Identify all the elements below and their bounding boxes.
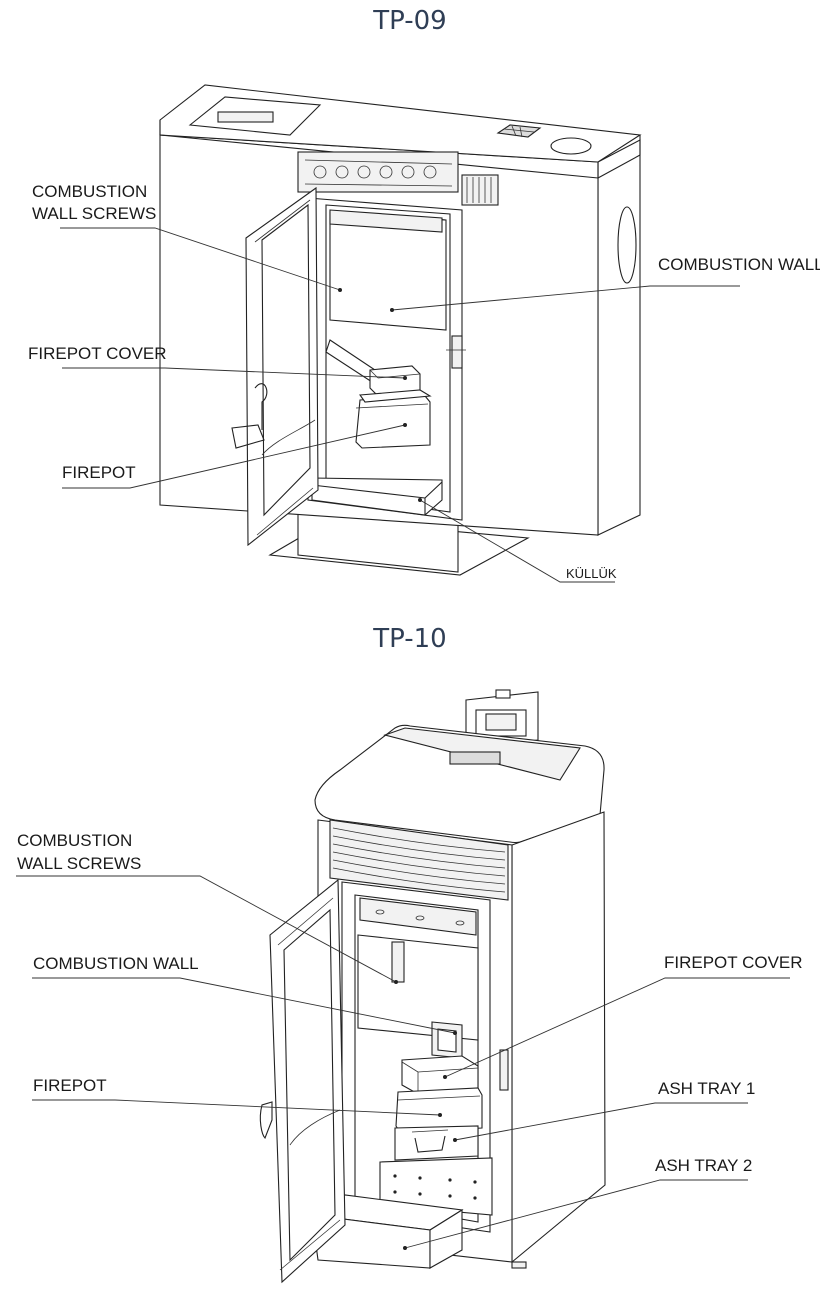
tp10-leader-combustion-wall — [32, 977, 456, 1034]
tp09-label-combustion-wall-screws-line1: COMBUSTION — [32, 182, 148, 201]
tp10-label-ash-tray-2: ASH TRAY 2 — [655, 1156, 753, 1175]
tp09-flue-outlet — [550, 137, 592, 155]
tp09-label-firepot: FIREPOT — [62, 463, 136, 482]
tp09-control-panel-grid — [496, 124, 542, 138]
tp10-lid-handle — [449, 751, 501, 765]
tp10-lower-panel — [379, 1157, 493, 1216]
tp09-stove-drawing — [159, 84, 642, 576]
tp10-label-firepot-cover: FIREPOT COVER — [664, 953, 803, 972]
diagram-title-tp10: TP-10 — [373, 624, 447, 654]
tp09-door-handle — [231, 424, 265, 449]
tp09-side-grille — [461, 174, 499, 206]
tp09-leader-firepot — [62, 424, 406, 489]
tp09-leader-lines — [60, 227, 740, 583]
tp10-door-glass — [283, 908, 336, 1262]
tp10-leader-ash-tray-2 — [404, 1179, 748, 1249]
tp10-leader-screws — [16, 875, 397, 983]
tp09-label-combustion-wall-screws-line2: WALL SCREWS — [32, 204, 157, 223]
tp10-leader-ash-tray-1 — [454, 1102, 748, 1141]
diagram-title-tp09: TP-09 — [373, 6, 447, 36]
tp09-label-firepot-cover: FIREPOT COVER — [28, 344, 167, 363]
tp09-door-latch — [451, 335, 463, 369]
tp10-label-combustion-wall: COMBUSTION WALL — [33, 954, 199, 973]
tp10-label-ash-tray-1: ASH TRAY 1 — [658, 1079, 756, 1098]
tp09-baffle — [329, 209, 443, 233]
tp10-label-combustion-wall-screws-line1: COMBUSTION — [17, 831, 133, 850]
tp09-leader-screws — [60, 227, 341, 291]
tp09-lid-handle — [217, 111, 274, 123]
tp10-door-handle — [259, 1101, 273, 1139]
tp09-leader-combustion-wall — [391, 285, 740, 311]
tp09-leader-kulluk — [419, 499, 615, 583]
tp10-label-firepot: FIREPOT — [33, 1076, 107, 1095]
tp09-leader-firepot-cover — [62, 367, 406, 379]
tp09-side-handle — [617, 206, 637, 284]
tp10-combustion-wall — [357, 934, 479, 1041]
tp09-label-combustion-wall: COMBUSTION WALL — [658, 255, 820, 274]
tp10-leader-firepot — [32, 1099, 441, 1116]
tp09-label-kulluk: KÜLLÜK — [566, 566, 617, 581]
tp10-foot — [511, 1261, 527, 1269]
tp09-door-glass — [261, 203, 311, 517]
tp10-ash-tray-1 — [394, 1125, 479, 1161]
tp10-leader-firepot-cover — [444, 977, 790, 1078]
tp10-label-combustion-wall-screws-line2: WALL SCREWS — [17, 854, 142, 873]
